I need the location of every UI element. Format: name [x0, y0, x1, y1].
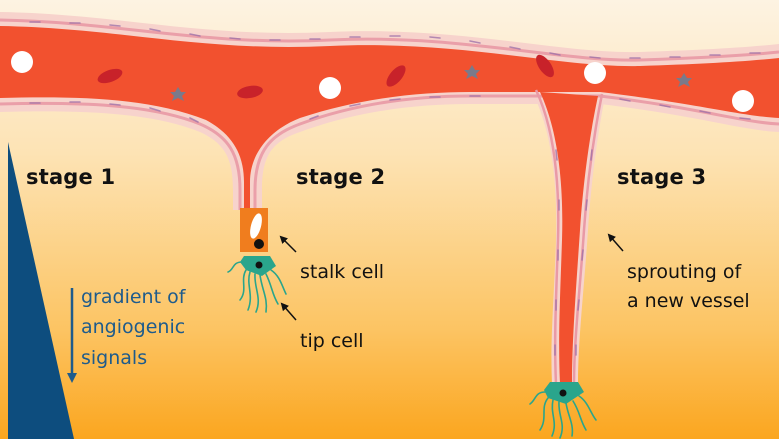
sprouting-label-line2: a new vessel [627, 288, 750, 314]
stalk-cell [240, 208, 268, 252]
gradient-legend-line1: gradient of [81, 284, 185, 311]
gradient-legend-line3: signals [81, 345, 147, 372]
stage-3-label: stage 3 [617, 165, 706, 189]
tip-cell-label: tip cell [300, 328, 364, 354]
stage-1-label: stage 1 [26, 165, 115, 189]
gradient-legend-line2: angiogenic [81, 314, 185, 341]
sprouting-label-line1: sprouting of [627, 259, 741, 285]
stalk-cell-label: stalk cell [300, 259, 384, 285]
stage-2-label: stage 2 [296, 165, 385, 189]
